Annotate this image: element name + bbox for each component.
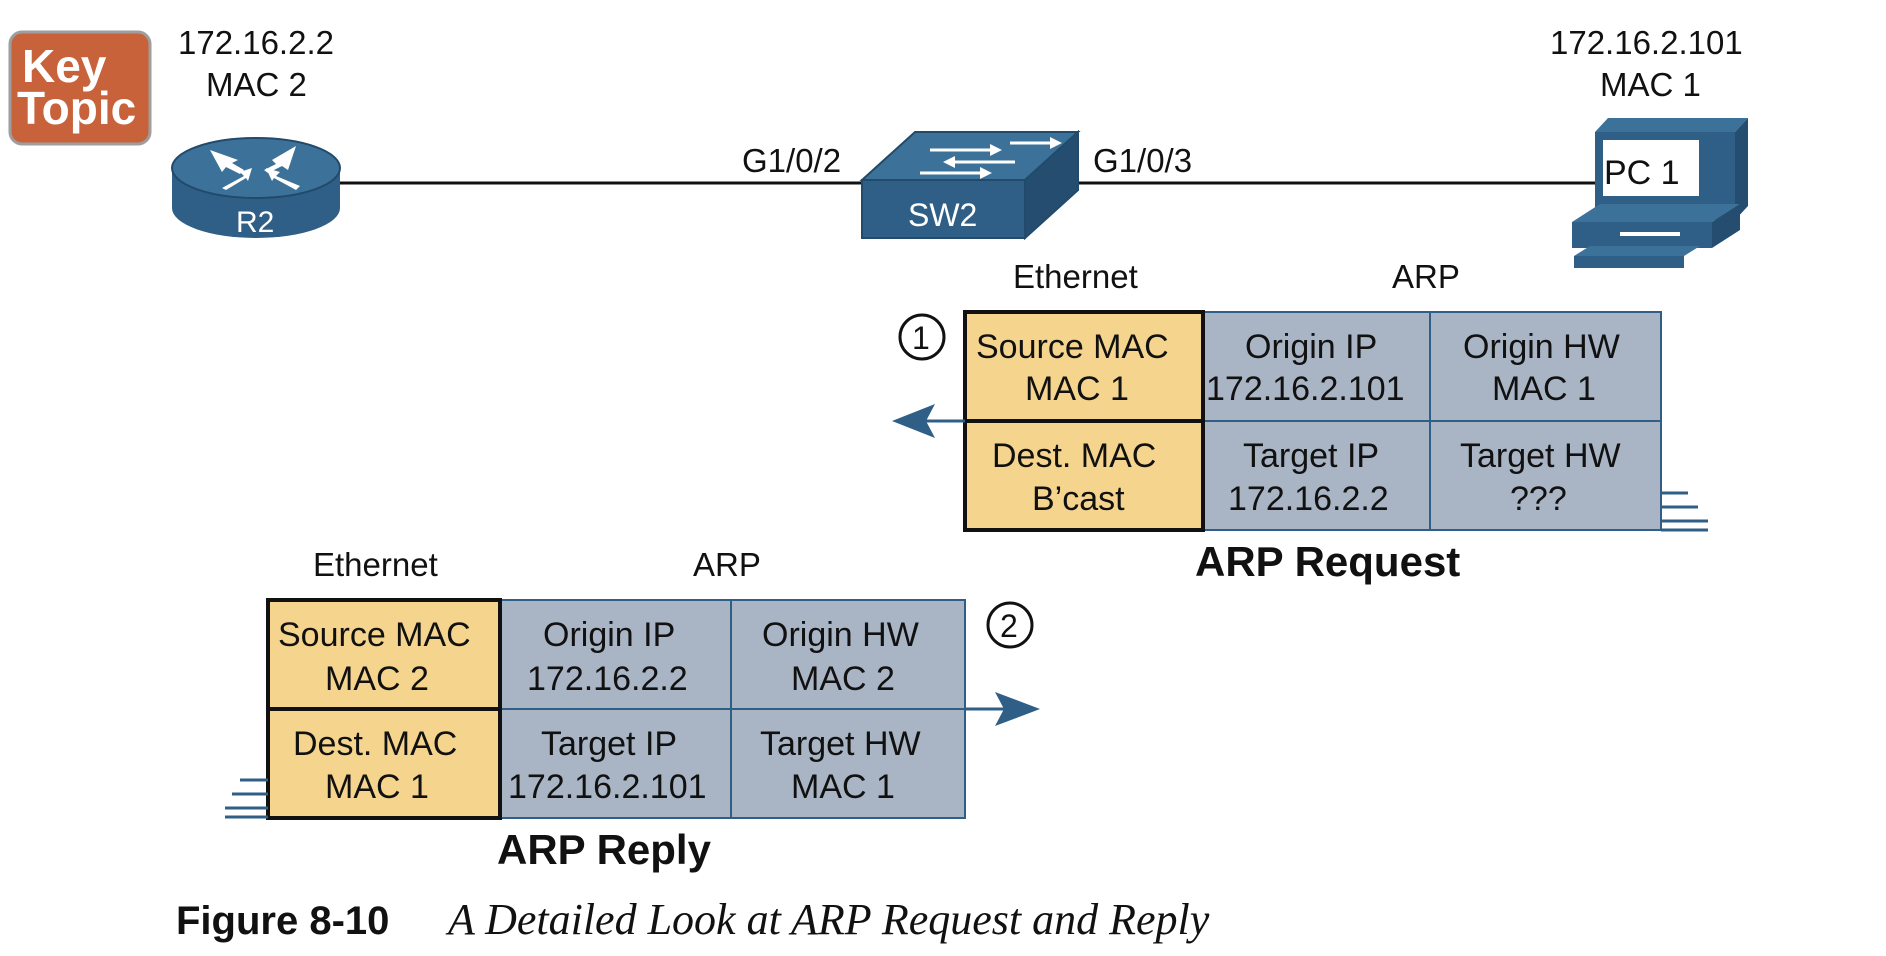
reply-origin-ip-label: Origin IP bbox=[543, 616, 675, 654]
key-topic-line2: Topic bbox=[17, 82, 136, 134]
pc-ip: 172.16.2.101 bbox=[1550, 24, 1743, 61]
request-target-hw-label: Target HW bbox=[1460, 437, 1621, 475]
router-icon bbox=[171, 137, 341, 238]
request-target-ip-label: Target IP bbox=[1243, 437, 1379, 475]
request-src-mac-value: MAC 1 bbox=[1025, 370, 1129, 408]
figure-caption: A Detailed Look at ARP Request and Reply bbox=[445, 895, 1210, 944]
key-topic-badge: Key Topic bbox=[8, 30, 152, 146]
reply-step-marker bbox=[986, 601, 1034, 649]
request-ethernet-header: Ethernet bbox=[1013, 258, 1138, 295]
arp-request-frame: Ethernet ARP 1 Source MAC MAC 1 Dest. MA… bbox=[892, 258, 1708, 585]
reply-src-mac-value: MAC 2 bbox=[325, 660, 429, 698]
router-ip: 172.16.2.2 bbox=[178, 24, 334, 61]
reply-ethernet-header: Ethernet bbox=[313, 546, 438, 583]
request-origin-hw-value: MAC 1 bbox=[1492, 370, 1596, 408]
request-trailer-lines bbox=[1661, 491, 1708, 532]
reply-direction-arrow bbox=[965, 692, 1040, 726]
request-step-marker bbox=[898, 313, 946, 361]
reply-origin-hw-label: Origin HW bbox=[762, 616, 919, 654]
router-name: R2 bbox=[236, 206, 274, 239]
reply-origin-ip-value: 172.16.2.2 bbox=[527, 660, 688, 698]
switch-port-right: G1/0/3 bbox=[1093, 142, 1192, 179]
reply-step-number: 2 bbox=[1000, 608, 1018, 644]
key-topic-line1: Key bbox=[22, 40, 107, 92]
request-direction-arrow bbox=[892, 404, 965, 438]
pc-name: PC 1 bbox=[1604, 154, 1680, 192]
request-origin-hw-label: Origin HW bbox=[1463, 328, 1620, 366]
switch-port-left: G1/0/2 bbox=[742, 142, 841, 179]
figure-number: Figure 8-10 bbox=[176, 899, 389, 943]
reply-dst-mac-value: MAC 1 bbox=[325, 768, 429, 806]
reply-src-mac-label: Source MAC bbox=[278, 616, 471, 654]
reply-trailer-lines bbox=[225, 778, 268, 819]
request-target-ip-value: 172.16.2.2 bbox=[1228, 480, 1389, 518]
pc-icon bbox=[1572, 118, 1748, 268]
reply-target-hw-value: MAC 1 bbox=[791, 768, 895, 806]
request-origin-ip-label: Origin IP bbox=[1245, 328, 1377, 366]
reply-origin-hw-value: MAC 2 bbox=[791, 660, 895, 698]
request-title: ARP Request bbox=[1195, 538, 1460, 585]
reply-target-hw-label: Target HW bbox=[760, 725, 921, 763]
reply-target-ip-label: Target IP bbox=[541, 725, 677, 763]
switch-name: SW2 bbox=[908, 197, 977, 233]
request-src-mac-label: Source MAC bbox=[976, 328, 1169, 366]
request-target-hw-value: ??? bbox=[1510, 480, 1567, 518]
request-dst-mac-label: Dest. MAC bbox=[992, 437, 1156, 475]
reply-dst-mac-label: Dest. MAC bbox=[293, 725, 457, 763]
request-origin-ip-value: 172.16.2.101 bbox=[1206, 370, 1405, 408]
reply-target-ip-value: 172.16.2.101 bbox=[508, 768, 707, 806]
arp-reply-frame: Ethernet ARP 2 Source MAC MAC 2 Dest. MA… bbox=[225, 546, 1040, 873]
switch-icon bbox=[859, 129, 1081, 241]
pc-mac: MAC 1 bbox=[1600, 66, 1701, 103]
reply-arp-header: ARP bbox=[693, 546, 761, 583]
router-mac: MAC 2 bbox=[206, 66, 307, 103]
request-dst-mac-value: B’cast bbox=[1032, 480, 1125, 518]
request-step-number: 1 bbox=[912, 320, 930, 356]
request-arp-header: ARP bbox=[1392, 258, 1460, 295]
reply-title: ARP Reply bbox=[497, 826, 712, 873]
